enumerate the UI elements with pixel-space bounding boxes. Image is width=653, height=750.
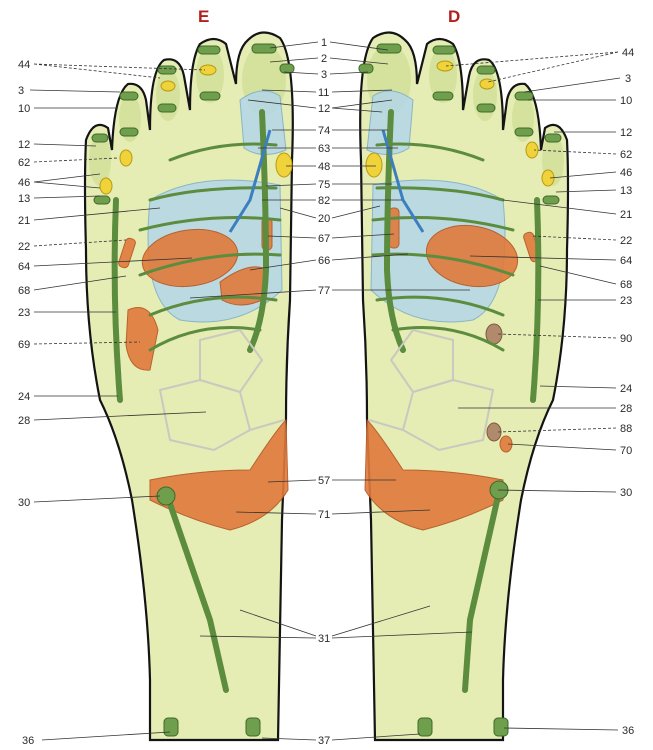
center-label-77: 77 <box>318 285 330 297</box>
right-toe5-bone-a <box>545 134 561 142</box>
left-ankle-bone-a <box>164 718 178 736</box>
right-toe1-bone-b <box>359 64 373 73</box>
right-label-68: 68 <box>620 279 632 291</box>
left-toe1-bone-a <box>252 44 276 53</box>
left-label-22: 22 <box>18 241 30 253</box>
center-label-48: 48 <box>318 161 330 173</box>
right-label-44: 44 <box>622 47 634 59</box>
right-ankle-bone-a <box>418 718 432 736</box>
right-lead-3 <box>524 78 620 92</box>
right-label-3: 3 <box>625 73 631 85</box>
right-lead-36 <box>504 728 618 730</box>
right-toe3-bone-b <box>477 104 495 112</box>
center-label-82: 82 <box>318 195 330 207</box>
center-label-2: 2 <box>321 53 327 65</box>
left-toe4-bone-a <box>120 92 138 100</box>
center-label-63: 63 <box>318 143 330 155</box>
center-label-74: 74 <box>318 125 330 137</box>
left-toe2-bone-a <box>198 46 220 54</box>
left-label-44: 44 <box>18 59 30 71</box>
left-label-12: 12 <box>18 139 30 151</box>
right-label-64: 64 <box>620 255 632 267</box>
left-toe2-bone-b <box>200 92 220 100</box>
right-ear-spot <box>526 142 538 158</box>
center-label-67: 67 <box>318 233 330 245</box>
right-label-12: 12 <box>620 127 632 139</box>
left-toe1-bone-b <box>280 64 294 73</box>
center-label-37: 37 <box>318 735 330 747</box>
center-label-1: 1 <box>321 37 327 49</box>
left-toe5-bone-a <box>92 134 108 142</box>
left-ear-spot <box>120 150 132 166</box>
left-label-21: 21 <box>18 215 30 227</box>
left-label-30: 30 <box>18 497 30 509</box>
left-label-36: 36 <box>22 735 34 747</box>
center-label-3: 3 <box>321 69 327 81</box>
right-label-10: 10 <box>620 95 632 107</box>
right-label-21: 21 <box>620 209 632 221</box>
right-sinus-3 <box>480 79 494 89</box>
left-label-69: 69 <box>18 339 30 351</box>
right-ankle-bone-b <box>494 718 508 736</box>
right-foot-letter: D <box>448 7 460 26</box>
right-label-36: 36 <box>622 725 634 737</box>
right-label-88: 88 <box>620 423 632 435</box>
left-label-23: 23 <box>18 307 30 319</box>
left-label-3: 3 <box>18 85 24 97</box>
right-label-23: 23 <box>620 295 632 307</box>
left-toe3-zone <box>156 69 180 121</box>
left-label-46: 46 <box>18 177 30 189</box>
left-label-13: 13 <box>18 193 30 205</box>
right-label-22: 22 <box>620 235 632 247</box>
left-label-68: 68 <box>18 285 30 297</box>
left-label-28: 28 <box>18 415 30 427</box>
center-label-71: 71 <box>318 509 330 521</box>
left-thyroid-spot <box>276 153 292 177</box>
left-sinus-3 <box>161 81 175 91</box>
right-label-46: 46 <box>620 167 632 179</box>
left-lead-3 <box>30 90 120 92</box>
center-label-20: 20 <box>318 213 330 225</box>
right-label-62: 62 <box>620 149 632 161</box>
left-label-64: 64 <box>18 261 30 273</box>
left-label-24: 24 <box>18 391 30 403</box>
right-label-30: 30 <box>620 487 632 499</box>
left-toe4-bone-b <box>120 128 138 136</box>
left-eye-spot <box>100 178 112 194</box>
left-toe5-bone-b <box>94 196 110 204</box>
right-toe2-bone-b <box>433 92 453 100</box>
right-toe4-bone-a <box>515 92 533 100</box>
right-label-28: 28 <box>620 403 632 415</box>
right-toe5-bone-b <box>543 196 559 204</box>
right-label-90: 90 <box>620 333 632 345</box>
left-label-62: 62 <box>18 157 30 169</box>
center-label-12: 12 <box>318 103 330 115</box>
right-toe4-bone-b <box>515 128 533 136</box>
center-label-57: 57 <box>318 475 330 487</box>
right-toe3-zone <box>473 69 497 121</box>
right-foot: D <box>359 7 568 740</box>
right-thyroid-spot <box>366 153 382 177</box>
left-label-10: 10 <box>18 103 30 115</box>
left-foot-letter: E <box>198 7 209 26</box>
left-sinus-2 <box>200 65 216 75</box>
left-foot: E <box>85 7 294 740</box>
right-label-13: 13 <box>620 185 632 197</box>
right-toe1-bone-a <box>377 44 401 53</box>
right-label-70: 70 <box>620 445 632 457</box>
center-label-11: 11 <box>318 87 329 99</box>
center-label-66: 66 <box>318 255 330 267</box>
center-label-75: 75 <box>318 179 330 191</box>
right-toe3-bone-a <box>477 66 495 74</box>
center-label-31: 31 <box>318 633 330 645</box>
left-toe3-bone-a <box>158 66 176 74</box>
left-ankle-bone-b <box>246 718 260 736</box>
right-toe2-bone-a <box>433 46 455 54</box>
right-label-24: 24 <box>620 383 632 395</box>
left-toe3-bone-b <box>158 104 176 112</box>
